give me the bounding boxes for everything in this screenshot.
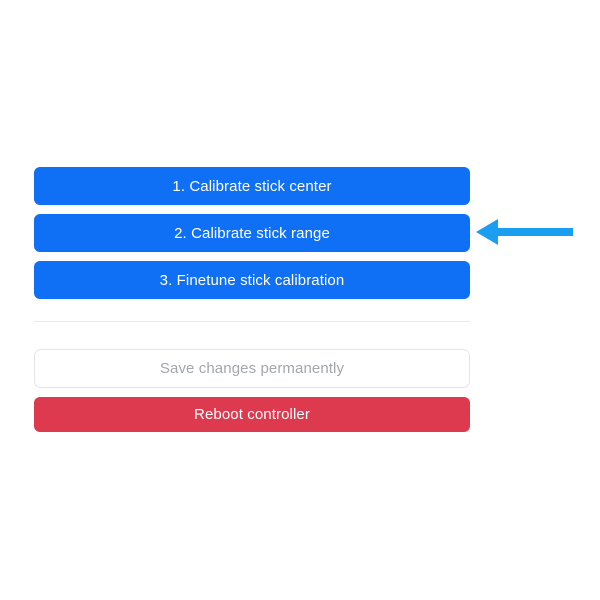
save-changes-permanently-button[interactable]: Save changes permanently xyxy=(34,349,470,388)
annotation-arrow-container xyxy=(476,216,576,248)
reboot-controller-button[interactable]: Reboot controller xyxy=(34,397,470,432)
footer-button-group: Save changes permanently Reboot controll… xyxy=(34,349,470,432)
calibrate-stick-center-button[interactable]: 1. Calibrate stick center xyxy=(34,167,470,205)
calibrate-stick-range-button[interactable]: 2. Calibrate stick range xyxy=(34,214,470,252)
calibration-button-group: 1. Calibrate stick center 2. Calibrate s… xyxy=(34,167,470,299)
finetune-stick-calibration-button[interactable]: 3. Finetune stick calibration xyxy=(34,261,470,299)
section-divider xyxy=(34,321,470,322)
arrow-left-icon xyxy=(476,219,573,245)
